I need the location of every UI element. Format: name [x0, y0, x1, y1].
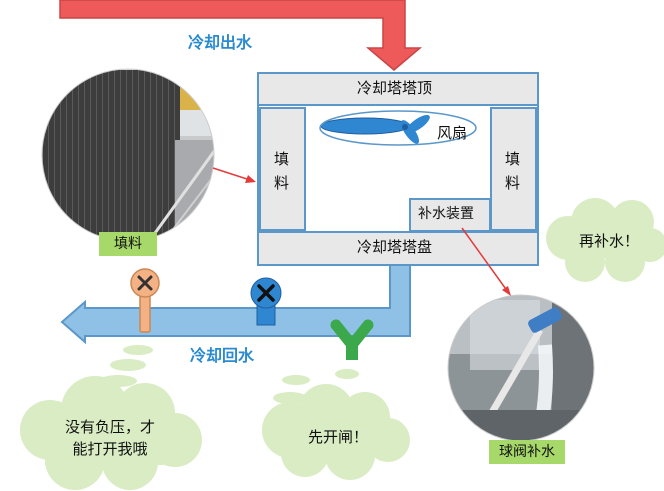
blocked-valve-icon: [130, 268, 160, 333]
makeup-device-label: 补水装置: [418, 206, 474, 222]
fan-label: 风扇: [437, 124, 468, 142]
fan-icon: [319, 110, 477, 146]
no-pressure-bubble-text: 没有负压，才 能打开我哦: [64, 418, 155, 458]
makeup-device-box: [409, 198, 491, 232]
refill-cloud: [546, 198, 664, 282]
no-pressure-cloud: [20, 376, 202, 490]
fill-right-box: [490, 107, 537, 231]
cooling-outlet-label: 冷却出水: [188, 33, 253, 52]
fill-photo-tag: 填料: [99, 232, 157, 256]
tower-top-box: [257, 72, 539, 106]
open-gate-bubble-text: 先开闸！: [307, 428, 368, 446]
cooling-outlet-arrow: [59, 0, 423, 71]
fill-right-label: 填 料: [505, 150, 521, 192]
tower-basin-box: [257, 231, 539, 266]
valve-photo: [448, 295, 594, 441]
refill-bubble-text: 再补水！: [578, 232, 639, 250]
open-gate-valve-icon: [330, 319, 374, 360]
fill-left-label: 填 料: [274, 150, 290, 192]
open-gate-cloud: [262, 384, 410, 480]
fill-left-box: [259, 107, 306, 231]
fill-pointer-arrow: [212, 167, 256, 183]
valve-pointer-arrow: [461, 227, 511, 296]
tower-basin-label: 冷却塔塔盘: [357, 238, 433, 256]
thought-dots-right: [273, 369, 359, 404]
valve-photo-tag: 球阀补水: [489, 440, 565, 464]
shutoff-valve-icon: [250, 277, 282, 326]
fill-photo: [42, 69, 214, 241]
cooling-return-label: 冷却回水: [190, 346, 255, 365]
tower-top-label: 冷却塔塔顶: [357, 79, 433, 97]
